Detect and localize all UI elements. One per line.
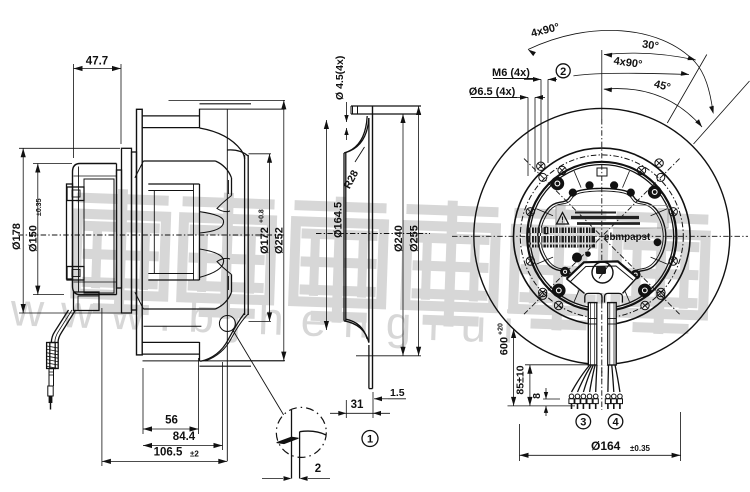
svg-text:3: 3: [580, 417, 586, 429]
svg-text:ebmpapst: ebmpapst: [604, 232, 651, 243]
svg-text:2: 2: [560, 66, 566, 78]
svg-text:2: 2: [315, 463, 321, 475]
svg-text:±2: ±2: [190, 450, 199, 459]
svg-text:±0.35: ±0.35: [36, 198, 43, 216]
svg-text:Ø164: Ø164: [591, 439, 621, 453]
svg-text:Ø164.5: Ø164.5: [333, 202, 345, 238]
svg-text:Ø255: Ø255: [409, 225, 421, 252]
svg-text:M6 (4x): M6 (4x): [492, 67, 530, 79]
svg-text:Ø172: Ø172: [259, 227, 271, 254]
svg-text:!: !: [561, 216, 564, 225]
svg-text:600: 600: [499, 337, 511, 355]
svg-text:Ø252: Ø252: [274, 227, 286, 254]
svg-text:8: 8: [531, 393, 543, 399]
svg-text:Ø178: Ø178: [11, 223, 23, 250]
svg-text:1.5: 1.5: [390, 387, 405, 399]
svg-text:+0.8: +0.8: [259, 209, 266, 223]
svg-text:45°: 45°: [653, 78, 672, 94]
svg-text:+20: +20: [498, 323, 505, 335]
svg-text:47.7: 47.7: [86, 56, 108, 68]
svg-text:31: 31: [351, 399, 364, 411]
svg-text:30°: 30°: [641, 38, 659, 52]
svg-text:Ø240: Ø240: [393, 225, 405, 252]
svg-text:Ø150: Ø150: [28, 225, 40, 252]
svg-text:4: 4: [612, 417, 619, 429]
svg-text:85±10: 85±10: [515, 365, 527, 394]
svg-text:Ø 4.5(4x): Ø 4.5(4x): [334, 56, 346, 100]
svg-text:4x90°: 4x90°: [613, 55, 643, 71]
svg-text:1: 1: [367, 434, 373, 446]
svg-text:Ø6.5 (4x): Ø6.5 (4x): [469, 86, 516, 98]
svg-text:106.5: 106.5: [154, 447, 183, 459]
svg-text:84.4: 84.4: [173, 431, 196, 443]
svg-text:56: 56: [165, 415, 178, 427]
svg-text:±0.35: ±0.35: [630, 444, 651, 453]
